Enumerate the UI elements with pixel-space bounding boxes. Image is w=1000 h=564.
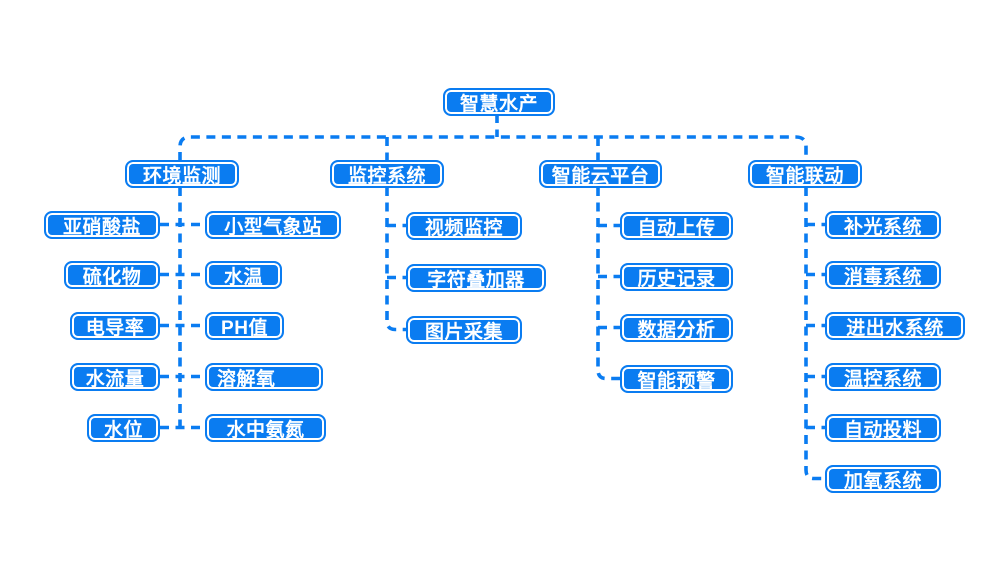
node-disinfection-system: 消毒系统 bbox=[825, 261, 941, 289]
node-water-ammonia: 水中氨氮 bbox=[205, 414, 326, 442]
connector-main-horizontal bbox=[178, 135, 808, 161]
node-auto-feeding: 自动投料 bbox=[825, 414, 941, 442]
node-image-capture: 图片采集 bbox=[406, 316, 522, 344]
branch-environment-monitoring: 环境监测 bbox=[125, 160, 239, 188]
connector-linkage-vertical bbox=[804, 187, 826, 481]
node-auto-upload: 自动上传 bbox=[620, 212, 733, 240]
branch-surveillance-system: 监控系统 bbox=[330, 160, 444, 188]
node-oxygenation-system: 加氧系统 bbox=[825, 465, 941, 493]
node-water-flow: 水流量 bbox=[70, 363, 160, 391]
node-mini-weather-station: 小型气象站 bbox=[205, 211, 341, 239]
node-water-temperature: 水温 bbox=[205, 261, 282, 289]
node-video-monitoring: 视频监控 bbox=[406, 212, 522, 240]
node-history-records: 历史记录 bbox=[620, 263, 733, 291]
node-water-inlet-outlet-system: 进出水系统 bbox=[825, 312, 965, 340]
node-ph-value: PH值 bbox=[205, 312, 284, 340]
node-data-analysis: 数据分析 bbox=[620, 314, 733, 342]
connector-surveillance-vertical bbox=[385, 187, 407, 332]
node-water-level: 水位 bbox=[87, 414, 160, 442]
node-smart-aquaculture: 智慧水产 bbox=[443, 88, 555, 116]
node-dissolved-oxygen: 溶解氧 bbox=[205, 363, 323, 391]
node-sulfide: 硫化物 bbox=[64, 261, 160, 289]
node-character-overlay: 字符叠加器 bbox=[406, 264, 546, 292]
node-smart-alert: 智能预警 bbox=[620, 365, 733, 393]
branch-smart-cloud-platform: 智能云平台 bbox=[539, 160, 662, 188]
node-conductivity: 电导率 bbox=[70, 312, 160, 340]
node-temperature-control-system: 温控系统 bbox=[825, 363, 941, 391]
node-fill-light-system: 补光系统 bbox=[825, 211, 941, 239]
connector-cloud-vertical bbox=[596, 187, 621, 381]
node-nitrite: 亚硝酸盐 bbox=[44, 211, 160, 239]
branch-smart-linkage: 智能联动 bbox=[748, 160, 862, 188]
